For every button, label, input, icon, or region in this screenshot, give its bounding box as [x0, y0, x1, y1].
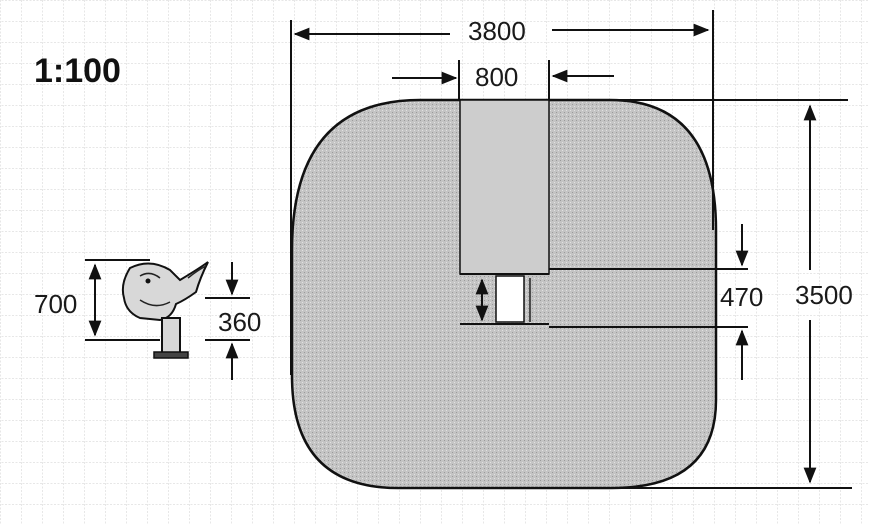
- gap-depth-label: 470: [720, 282, 763, 312]
- spring-post: [495, 275, 525, 323]
- entry-width-label: 800: [475, 62, 518, 92]
- overall-width-label: 3800: [468, 16, 526, 46]
- toy-height-label: 700: [34, 289, 77, 319]
- seat-height-label: 360: [218, 307, 261, 337]
- entry-notch: [459, 99, 550, 275]
- scale-label: 1:100: [34, 52, 121, 90]
- overall-depth-label: 3500: [795, 280, 853, 310]
- dolphin-spring-rider-icon: [121, 261, 209, 359]
